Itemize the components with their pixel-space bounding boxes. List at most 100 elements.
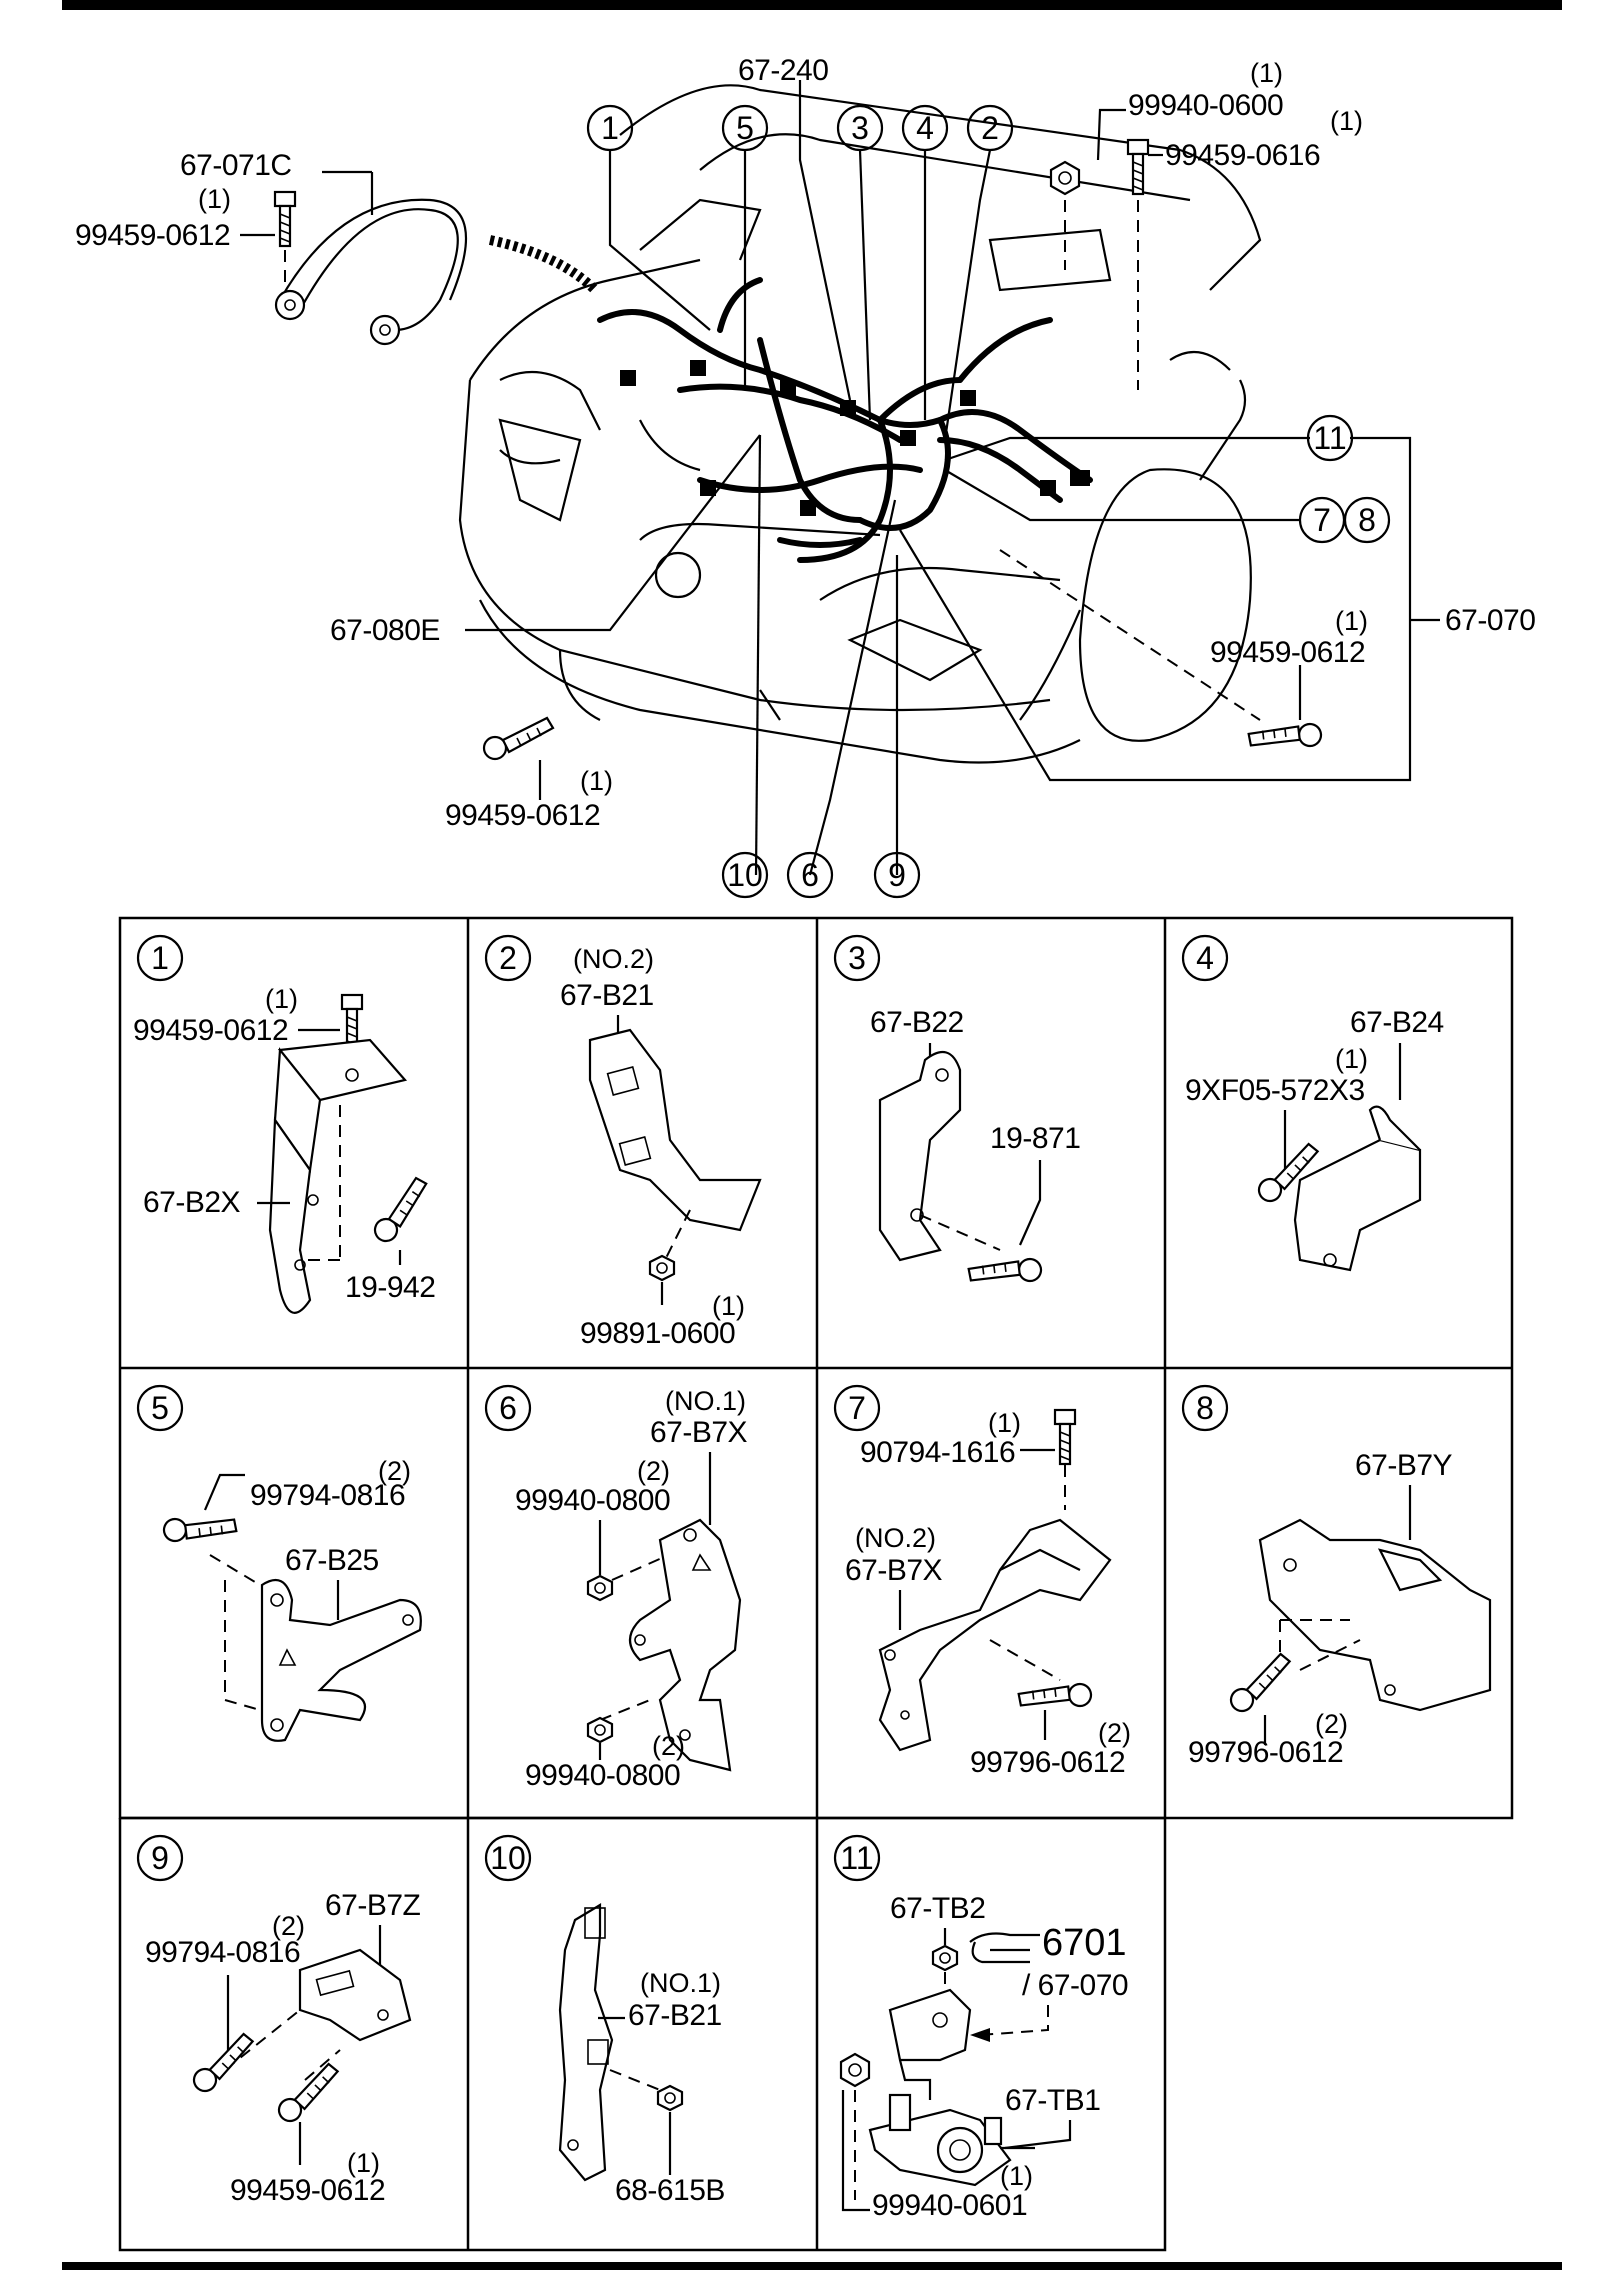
label-bottom-bolt: 99459-0612 [445, 799, 600, 832]
svg-text:(NO.2): (NO.2) [573, 944, 654, 974]
svg-text:4: 4 [1196, 940, 1214, 976]
detail-9: 9 (2) 99794-0816 67-B7Z (1) 99459-0612 [136, 1834, 421, 2207]
detail-5: 5 (2) 99794-0816 67-B25 [136, 1384, 422, 1742]
callout-9: 9 [873, 851, 921, 899]
qty-99940-0600: (1) [1250, 58, 1283, 88]
bottom-rule [62, 2262, 1562, 2270]
svg-text:(1): (1) [265, 984, 298, 1014]
svg-text:67-B24: 67-B24 [1350, 1006, 1444, 1039]
svg-text:(1): (1) [712, 1291, 745, 1321]
svg-text:7: 7 [1313, 502, 1331, 538]
svg-text:67-TB1: 67-TB1 [1005, 2084, 1100, 2117]
qty-right-bolt: (1) [1335, 606, 1368, 636]
svg-text:19-942: 19-942 [345, 1271, 435, 1304]
detail-10: 10 (NO.1) 67-B21 68-615B [484, 1834, 725, 2207]
reference-pointer-icon [969, 1932, 1040, 1964]
label-67-080E: 67-080E [330, 614, 440, 647]
svg-text:99940-0601: 99940-0601 [872, 2189, 1027, 2222]
detail-7: 7 (1) 90794-1616 (NO.2) 67-B7X (2) 99796… [833, 1384, 1131, 1779]
svg-text:67-B21: 67-B21 [560, 979, 654, 1012]
callout-1: 1 [586, 104, 634, 152]
svg-text:67-B7X: 67-B7X [845, 1554, 943, 1587]
svg-text:(2): (2) [378, 1456, 411, 1486]
svg-text:1: 1 [601, 110, 619, 146]
svg-text:67-B7Z: 67-B7Z [325, 1889, 421, 1922]
svg-text:1: 1 [151, 940, 169, 976]
svg-text:3: 3 [848, 940, 866, 976]
svg-text:99796-0612: 99796-0612 [1188, 1736, 1343, 1769]
label-67-070: 67-070 [1445, 604, 1535, 637]
svg-text:(2): (2) [652, 1731, 685, 1761]
leader-lines [322, 80, 1440, 876]
callout-2: 2 [966, 104, 1014, 152]
callout-10: 10 [721, 851, 769, 899]
svg-text:(1): (1) [347, 2148, 380, 2178]
label-left-bolt: 99459-0612 [75, 219, 230, 252]
svg-text:99459-0612: 99459-0612 [133, 1014, 288, 1047]
svg-text:67-B22: 67-B22 [870, 1006, 964, 1039]
svg-text:(2): (2) [1098, 1718, 1131, 1748]
svg-text:8: 8 [1358, 502, 1376, 538]
svg-text:99794-0816: 99794-0816 [145, 1936, 300, 1969]
engine-bay-drawing [273, 84, 1326, 769]
svg-text:67-B25: 67-B25 [285, 1544, 379, 1577]
svg-text:99891-0600: 99891-0600 [580, 1317, 735, 1350]
detail-8: 8 67-B7Y (2) 99796-0612 [1181, 1384, 1492, 1769]
svg-text:(2): (2) [1315, 1709, 1348, 1739]
svg-text:(NO.1): (NO.1) [665, 1386, 746, 1416]
callout-3: 3 [836, 104, 884, 152]
qty-left-bolt: (1) [198, 184, 231, 214]
label-67-240: 67-240 [738, 54, 828, 87]
detail-4: 4 67-B24 (1) 9XF05-572X3 [1181, 934, 1444, 1272]
svg-text:/ 67-070: / 67-070 [1022, 1969, 1128, 2002]
svg-text:67-TB2: 67-TB2 [890, 1892, 985, 1925]
label-99940-0600: 99940-0600 [1128, 89, 1283, 122]
svg-text:6: 6 [499, 1390, 517, 1426]
svg-text:5: 5 [151, 1390, 169, 1426]
detail-6: 6 (NO.1) 67-B7X (2) 99940-0800 (2) 99940… [484, 1384, 748, 1792]
svg-text:3: 3 [851, 110, 869, 146]
callout-5: 5 [721, 104, 769, 152]
svg-text:10: 10 [727, 857, 763, 893]
svg-text:67-B7X: 67-B7X [650, 1416, 748, 1449]
label-99459-0616: 99459-0616 [1165, 139, 1320, 172]
svg-text:67-B7Y: 67-B7Y [1355, 1449, 1453, 1482]
svg-text:99459-0612: 99459-0612 [230, 2174, 385, 2207]
svg-text:6701: 6701 [1042, 1922, 1127, 1964]
svg-text:19-871: 19-871 [990, 1122, 1080, 1155]
svg-text:(NO.2): (NO.2) [855, 1523, 936, 1553]
svg-text:9XF05-572X3: 9XF05-572X3 [1185, 1074, 1365, 1107]
svg-text:(1): (1) [1335, 1044, 1368, 1074]
wire-harness [488, 235, 1093, 563]
callout-4: 4 [901, 104, 949, 152]
svg-text:67-B2X: 67-B2X [143, 1186, 241, 1219]
svg-text:(2): (2) [272, 1911, 305, 1941]
svg-text:99940-0800: 99940-0800 [515, 1484, 670, 1517]
svg-text:2: 2 [499, 940, 517, 976]
svg-text:7: 7 [848, 1390, 866, 1426]
callout-11: 11 [1306, 414, 1354, 462]
svg-text:67-B21: 67-B21 [628, 1999, 722, 2032]
svg-text:68-615B: 68-615B [615, 2174, 725, 2207]
detail-1: 1 (1) 99459-0612 67-B2X 19-942 [133, 934, 443, 1314]
label-67-071C: 67-071C [180, 149, 292, 182]
svg-text:99796-0612: 99796-0612 [970, 1746, 1125, 1779]
svg-text:11: 11 [840, 1840, 873, 1876]
svg-text:5: 5 [736, 110, 754, 146]
svg-text:10: 10 [490, 1840, 526, 1876]
svg-text:2: 2 [981, 110, 999, 146]
svg-text:(NO.1): (NO.1) [640, 1968, 721, 1998]
detail-3: 3 67-B22 19-871 [833, 934, 1081, 1304]
ground-cable [274, 198, 468, 346]
svg-text:99940-0800: 99940-0800 [525, 1759, 680, 1792]
qty-99459-0616: (1) [1330, 106, 1363, 136]
svg-text:(1): (1) [988, 1408, 1021, 1438]
detail-2: 2 (NO.2) 67-B21 (1) 99891-0600 [484, 934, 762, 1350]
svg-text:90794-1616: 90794-1616 [860, 1436, 1015, 1469]
svg-text:11: 11 [1313, 420, 1346, 456]
svg-text:8: 8 [1196, 1390, 1214, 1426]
svg-text:99794-0816: 99794-0816 [250, 1479, 405, 1512]
detail-grid [118, 916, 1514, 2252]
callout-8: 8 [1343, 496, 1391, 544]
